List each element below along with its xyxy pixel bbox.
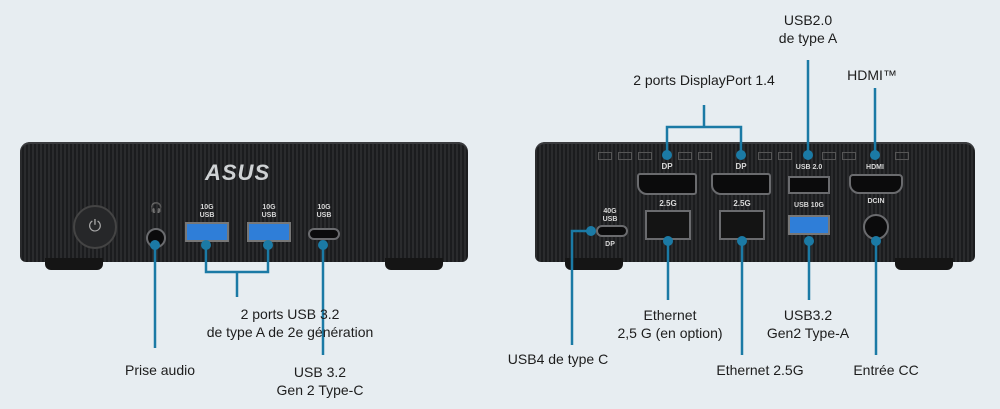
label-usb32-line2: Gen2 Type-A	[766, 325, 850, 341]
label-audio: Prise audio	[124, 362, 196, 378]
vent	[678, 152, 692, 160]
label-ethernet-option: Ethernet 2,5 G (en option)	[617, 306, 722, 342]
vent	[598, 152, 612, 160]
eth1-mark: 2.5G	[659, 199, 677, 208]
usb2-port	[788, 176, 830, 194]
label-usb2-line2: de type A	[778, 30, 838, 46]
label-ethernet: Ethernet 2.5G	[716, 362, 804, 378]
label-usb-c-line1: USB 3.2	[293, 364, 347, 380]
usb-c-mark: 10G USB	[316, 204, 332, 219]
vent	[822, 152, 836, 160]
ethernet-port-1	[645, 210, 691, 240]
label-displayport: 2 ports DisplayPort 1.4	[633, 72, 775, 88]
rear-panel	[535, 142, 975, 262]
displayport-2	[711, 173, 771, 195]
usb-a1-mark: 10G USB	[199, 204, 215, 219]
label-usb4: USB4 de type C	[507, 351, 609, 367]
hdmi-port	[849, 174, 903, 194]
hdmi-mark: HDMI	[866, 164, 884, 171]
label-dc-in: Entrée CC	[853, 362, 919, 378]
label-usb-c-line2: Gen 2 Type-C	[276, 382, 364, 398]
usb2-mark: USB 2.0	[795, 164, 823, 171]
label-eth-opt-line1: Ethernet	[643, 307, 697, 323]
dp1-mark: DP	[661, 162, 673, 171]
asus-logo: ASUS	[205, 160, 271, 185]
power-button[interactable]: ⏻	[73, 205, 117, 249]
label-hdmi: HDMI™	[847, 67, 897, 83]
vent	[638, 152, 652, 160]
vent	[758, 152, 772, 160]
usb10-mark: USB 10G	[794, 202, 824, 209]
label-usb-a: 2 ports USB 3.2 de type A de 2e génératio…	[207, 305, 374, 341]
usb4-mark: 40G USB	[602, 208, 618, 223]
foot	[45, 258, 103, 270]
label-usb-a-line2: de type A de 2e génération	[206, 324, 374, 340]
vent	[842, 152, 856, 160]
label-eth-opt-line2: 2,5 G (en option)	[617, 325, 723, 341]
headphone-icon: 🎧	[150, 203, 163, 214]
usb4-dp-mark: DP	[605, 241, 615, 248]
dp2-mark: DP	[735, 162, 747, 171]
vent	[698, 152, 712, 160]
foot	[385, 258, 443, 270]
eth2-mark: 2.5G	[733, 199, 751, 208]
usb32-port	[788, 215, 830, 235]
foot	[895, 258, 953, 270]
usb4-port	[596, 225, 628, 237]
displayport-1	[637, 173, 697, 195]
label-usb-a-line1: 2 ports USB 3.2	[240, 306, 340, 322]
usb-c-port	[308, 228, 340, 240]
usb-a2-mark: 10G USB	[261, 204, 277, 219]
vent	[618, 152, 632, 160]
label-usb2: USB2.0 de type A	[779, 11, 837, 47]
label-usb2-line1: USB2.0	[783, 12, 833, 28]
dcin-mark: DCIN	[867, 198, 885, 205]
vent	[895, 152, 909, 160]
ethernet-port-2	[719, 210, 765, 240]
vent	[778, 152, 792, 160]
foot	[565, 258, 623, 270]
label-usb32-line1: USB3.2	[783, 307, 833, 323]
